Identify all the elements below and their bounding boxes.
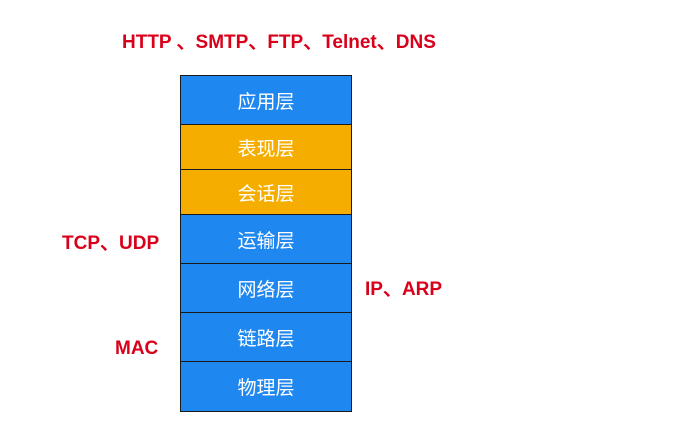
layer-physical: 物理层 [181,362,351,411]
osi-layer-stack: 应用层 表现层 会话层 运输层 网络层 链路层 物理层 [180,75,352,412]
layer-presentation: 表现层 [181,125,351,170]
layer-link: 链路层 [181,313,351,362]
layer-session: 会话层 [181,170,351,215]
application-protocols-label: HTTP 、SMTP、FTP、Telnet、DNS [122,32,436,53]
layer-transport: 运输层 [181,215,351,264]
layer-application: 应用层 [181,76,351,125]
layer-network: 网络层 [181,264,351,313]
network-protocols-label: IP、ARP [365,279,443,300]
transport-protocols-label: TCP、UDP [62,233,160,254]
link-protocols-label: MAC [115,338,159,359]
